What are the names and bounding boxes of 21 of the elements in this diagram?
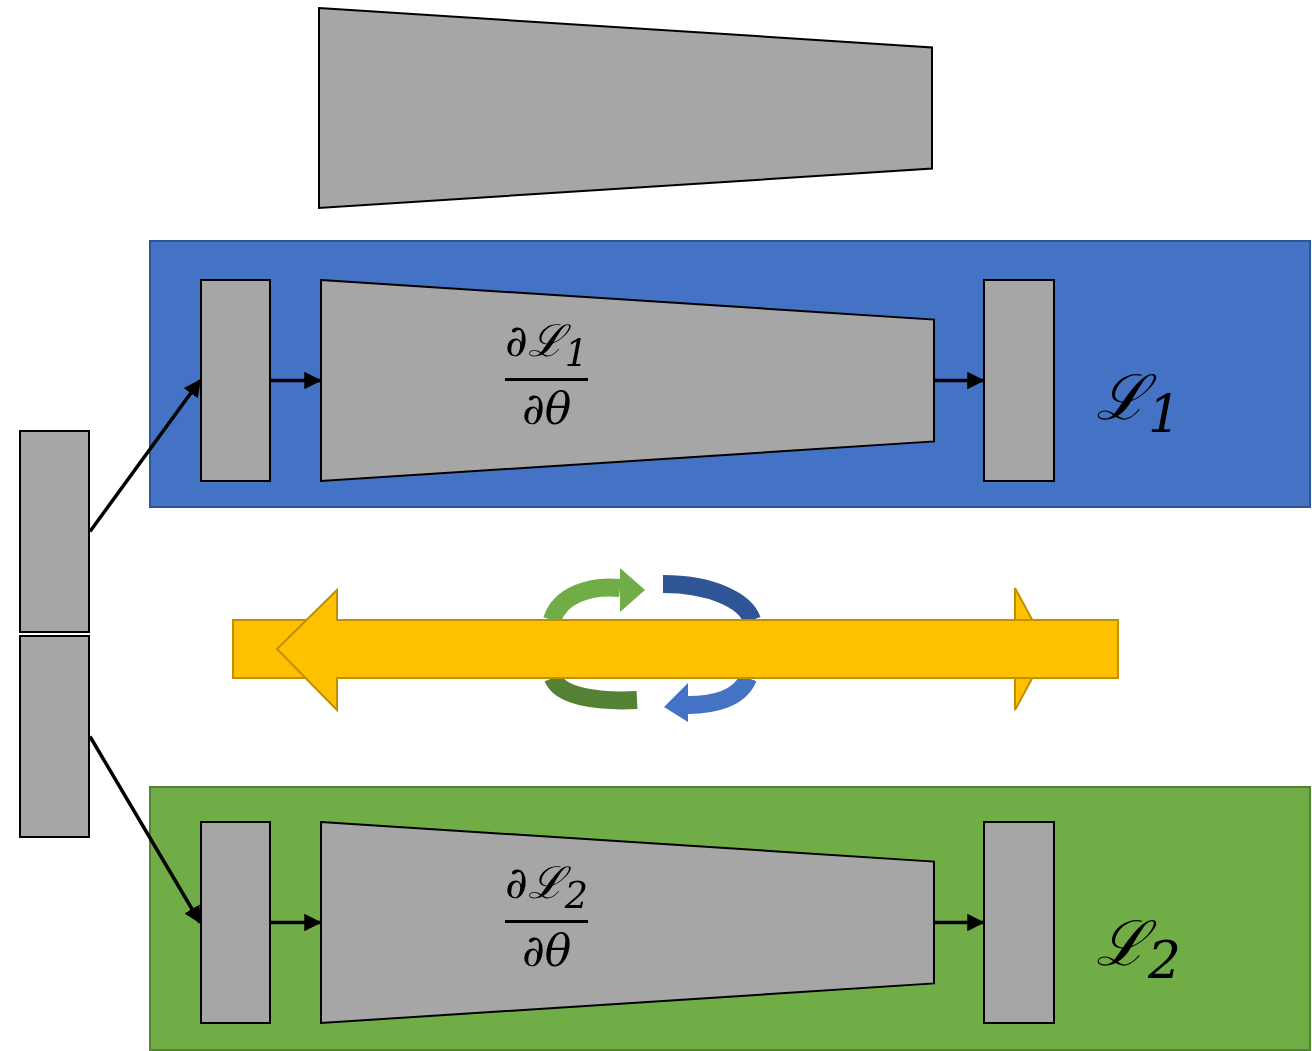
fraction-denominator: ∂θ bbox=[521, 927, 572, 976]
fraction-denominator: ∂θ bbox=[521, 385, 572, 434]
layer-block bbox=[200, 821, 271, 1024]
arrow bbox=[271, 913, 322, 932]
arrow bbox=[271, 371, 322, 390]
arrow bbox=[935, 913, 985, 932]
arrow bbox=[935, 371, 985, 390]
fraction-numerator: ∂ℒ$_{1}$ bbox=[505, 317, 589, 375]
layer-block bbox=[19, 635, 90, 838]
layer-block bbox=[983, 279, 1055, 482]
loss-symbol: ℒ$_{1}$ bbox=[1096, 367, 1181, 442]
layer-block bbox=[200, 279, 271, 482]
layer-block bbox=[983, 821, 1055, 1024]
colored-panel bbox=[149, 786, 1311, 1051]
trapezoid-block bbox=[318, 7, 933, 209]
trapezoid-block bbox=[320, 279, 935, 482]
loss-symbol: ℒ$_{2}$ bbox=[1096, 913, 1181, 988]
layer-block bbox=[19, 430, 90, 633]
trapezoid-block bbox=[320, 821, 935, 1024]
colored-panel bbox=[149, 240, 1311, 508]
fraction-numerator: ∂ℒ$_{2}$ bbox=[505, 859, 589, 917]
